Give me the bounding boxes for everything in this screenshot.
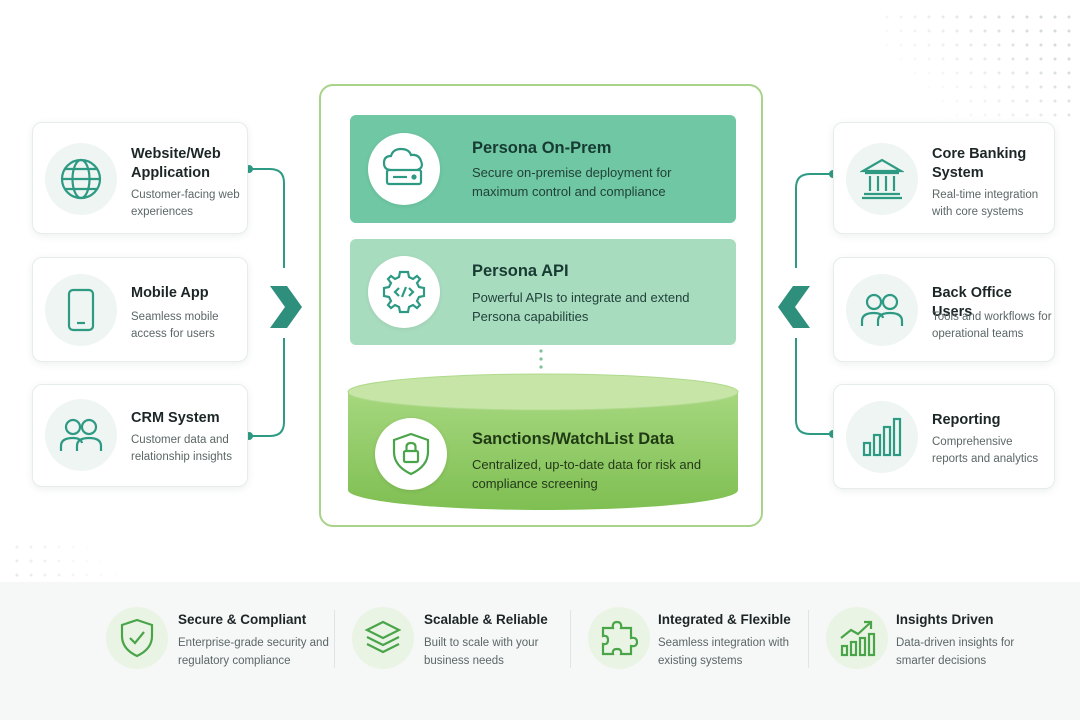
card-back-office-users[interactable]: Back Office Users Tools and workflows fo… <box>833 257 1055 362</box>
database-cylinder[interactable] <box>346 372 740 514</box>
panel-title: Persona On-Prem <box>472 139 612 157</box>
cloud-server-icon <box>382 147 423 186</box>
features-band <box>0 582 1080 720</box>
panel-icon-circle <box>375 418 447 490</box>
card-icon-circle <box>846 274 918 346</box>
card-description: Tools and workflows for operational team… <box>932 311 1052 340</box>
feature-title: Insights Driven <box>896 612 994 627</box>
card-icon-circle <box>45 274 117 346</box>
card-description: Seamless mobile access for users <box>131 311 219 340</box>
feature-description: Enterprise-grade security and regulatory… <box>178 637 329 667</box>
bar-chart-icon <box>862 417 902 457</box>
feature-icon-circle <box>588 607 650 669</box>
card-reporting[interactable]: Reporting Comprehensive reports and anal… <box>833 384 1055 489</box>
panel-title: Persona API <box>472 262 569 280</box>
shield-check-icon <box>120 618 154 658</box>
card-icon-circle <box>846 143 918 215</box>
shield-lock-icon <box>392 432 430 476</box>
feature-divider <box>570 610 571 668</box>
feature-title: Secure & Compliant <box>178 612 307 627</box>
arrow-right-icon <box>270 286 302 328</box>
bank-icon <box>860 158 904 200</box>
card-description: Customer data and relationship insights <box>131 434 233 463</box>
panel-persona-api[interactable]: Persona API Powerful APIs to integrate a… <box>350 239 736 345</box>
card-title: Website/Web Application <box>131 146 221 181</box>
feature-description: Data-driven insights for smarter decisio… <box>896 637 1015 667</box>
panel-description: Powerful APIs to integrate and extend Pe… <box>472 290 690 324</box>
card-description: Real-time integration with core systems <box>932 189 1039 218</box>
feature-icon-circle <box>826 607 888 669</box>
globe-icon <box>60 158 102 200</box>
card-title: Back Office Users <box>932 285 1012 320</box>
puzzle-icon <box>601 620 639 656</box>
card-title: CRM System <box>131 410 220 426</box>
feature-icon-circle <box>106 607 168 669</box>
feature-divider <box>334 610 335 668</box>
data-title: Sanctions/WatchList Data <box>472 430 675 448</box>
data-description: Centralized, up-to-date data for risk an… <box>472 457 702 491</box>
connector-right-bottom <box>795 338 833 435</box>
card-title: Reporting <box>932 412 1001 428</box>
card-mobile-app[interactable]: Mobile App Seamless mobile access for us… <box>32 257 248 362</box>
feature-title: Scalable & Reliable <box>424 612 548 627</box>
panel-icon-circle <box>368 133 440 205</box>
card-core-banking[interactable]: Core Banking System Real-time integratio… <box>833 122 1055 234</box>
feature-title: Integrated & Flexible <box>658 612 791 627</box>
connector-left-bottom <box>249 338 285 437</box>
card-title: Mobile App <box>131 285 209 301</box>
connector-left-top <box>249 168 285 268</box>
card-icon-circle <box>45 399 117 471</box>
card-description: Comprehensive reports and analytics <box>932 436 1039 465</box>
layers-icon <box>364 620 402 654</box>
card-crm-system[interactable]: CRM System Customer data and relationshi… <box>32 384 248 487</box>
mobile-phone-icon <box>67 288 95 332</box>
trend-chart-icon <box>840 620 876 657</box>
gear-code-icon <box>382 270 426 314</box>
dotted-connector <box>539 349 543 369</box>
card-website[interactable]: Website/Web Application Customer-facing … <box>32 122 248 234</box>
arrow-left-icon <box>778 286 810 328</box>
panel-description: Secure on-premise deployment for maximum… <box>472 165 672 199</box>
card-icon-circle <box>45 143 117 215</box>
feature-description: Built to scale with your business needs <box>424 637 539 667</box>
decorative-dot-grid <box>880 10 1080 120</box>
card-title: Core Banking System <box>932 146 1027 181</box>
feature-description: Seamless integration with existing syste… <box>658 637 790 667</box>
card-icon-circle <box>846 401 918 473</box>
users-icon <box>860 293 904 326</box>
card-description: Customer-facing web experiences <box>131 189 240 218</box>
users-icon <box>59 418 103 451</box>
panel-persona-on-prem[interactable]: Persona On-Prem Secure on-premise deploy… <box>350 115 736 223</box>
feature-icon-circle <box>352 607 414 669</box>
panel-icon-circle <box>368 256 440 328</box>
feature-divider <box>808 610 809 668</box>
connector-right-top <box>795 173 833 268</box>
